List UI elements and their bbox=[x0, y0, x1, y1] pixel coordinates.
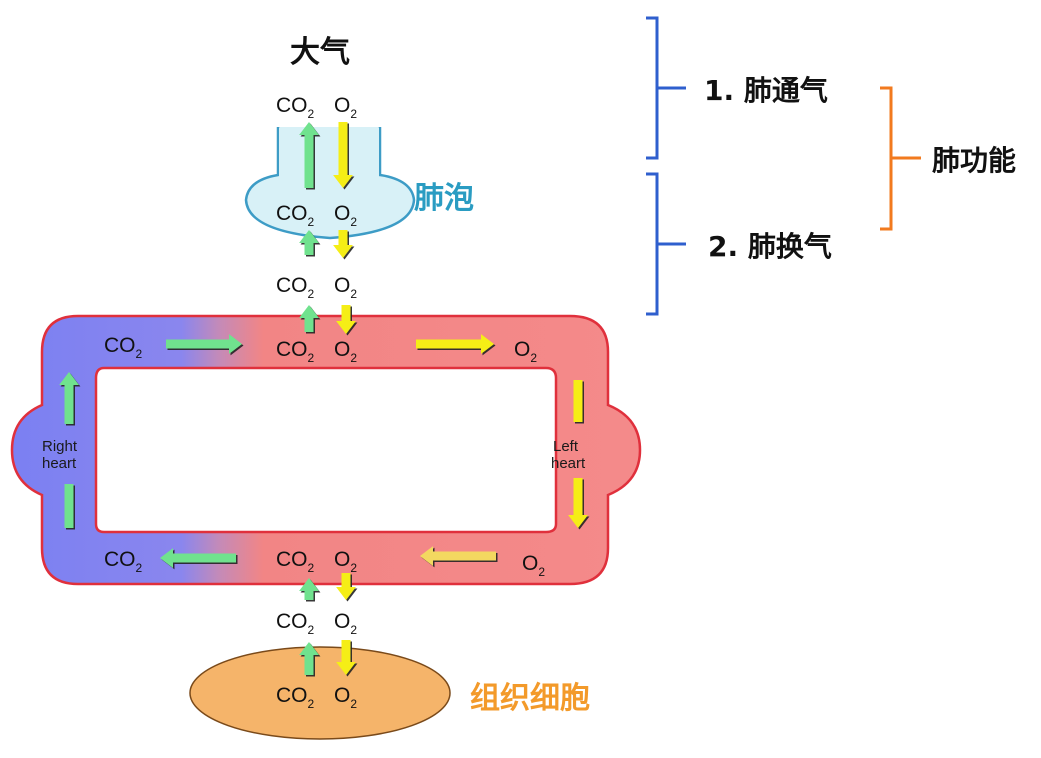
co2-label-alveolus: CO2 bbox=[276, 202, 315, 229]
atmosphere-title: 大气 bbox=[290, 35, 350, 70]
o2-label-interstitial: O2 bbox=[334, 610, 357, 637]
exchange-label: 2. 肺换气 bbox=[708, 230, 832, 263]
exchange-bracket bbox=[646, 172, 686, 316]
alveolus bbox=[244, 127, 416, 240]
o2-label-alveolus: O2 bbox=[334, 202, 357, 229]
right-heart-label-2: heart bbox=[42, 455, 77, 472]
tissue-cells bbox=[189, 646, 451, 740]
co2-label-atmosphere: CO2 bbox=[276, 94, 315, 121]
o2-arrow-down-icon bbox=[333, 122, 353, 188]
co2-label-capillary-lung: CO2 bbox=[276, 274, 315, 301]
co2-arrow-up-icon bbox=[299, 642, 319, 675]
co2-label-top-left: CO2 bbox=[104, 334, 143, 361]
tissue-cells-label: 组织细胞 bbox=[470, 681, 590, 716]
co2-arrow-up-icon bbox=[299, 305, 319, 332]
co2-arrow-left-icon bbox=[160, 548, 236, 568]
o2-label-capillary-lung: O2 bbox=[334, 274, 357, 301]
co2-arrow-up-icon bbox=[299, 230, 319, 255]
o2-arrow-down-icon bbox=[336, 640, 356, 675]
alveolus-label: 肺泡 bbox=[414, 181, 474, 216]
o2-arrow-down-icon bbox=[336, 305, 356, 334]
co2-arrow-up-icon bbox=[59, 372, 79, 424]
co2-arrow-segment-icon bbox=[64, 484, 74, 528]
co2-label-interstitial: CO2 bbox=[276, 610, 315, 637]
right-heart-label-1: Right bbox=[42, 438, 78, 455]
ventilation-bracket bbox=[646, 16, 686, 160]
left-heart-label-2: heart bbox=[551, 455, 586, 472]
left-heart-label-1: Left bbox=[553, 438, 579, 455]
co2-label-systemic-junction: CO2 bbox=[276, 548, 315, 575]
o2-arrow-right-icon bbox=[416, 334, 494, 354]
o2-arrow-left-icon bbox=[420, 546, 496, 566]
o2-label-top-right: O2 bbox=[514, 338, 537, 365]
co2-arrow-right-icon bbox=[166, 334, 242, 354]
circulation-loop bbox=[10, 314, 642, 586]
o2-arrow-down-icon bbox=[333, 230, 353, 258]
o2-label-tissue: O2 bbox=[334, 684, 357, 711]
o2-arrow-down-icon bbox=[336, 573, 356, 600]
co2-arrow-up-icon bbox=[299, 122, 319, 188]
function-bracket bbox=[880, 86, 921, 231]
o2-arrow-segment-icon bbox=[573, 380, 583, 422]
o2-label-systemic-junction: O2 bbox=[334, 548, 357, 575]
co2-label-bottom-left: CO2 bbox=[104, 548, 143, 575]
ventilation-label: 1. 肺通气 bbox=[704, 74, 828, 107]
o2-label-pulmonary-vein-junction: O2 bbox=[334, 338, 357, 365]
co2-label-pulmonary-vein-junction: CO2 bbox=[276, 338, 315, 365]
o2-label-atmosphere: O2 bbox=[334, 94, 357, 121]
o2-label-bottom-right: O2 bbox=[522, 552, 545, 579]
co2-label-tissue: CO2 bbox=[276, 684, 315, 711]
lung-function-label: 肺功能 bbox=[932, 144, 1016, 177]
co2-arrow-up-icon bbox=[299, 578, 319, 600]
o2-arrow-down-icon bbox=[568, 478, 588, 528]
